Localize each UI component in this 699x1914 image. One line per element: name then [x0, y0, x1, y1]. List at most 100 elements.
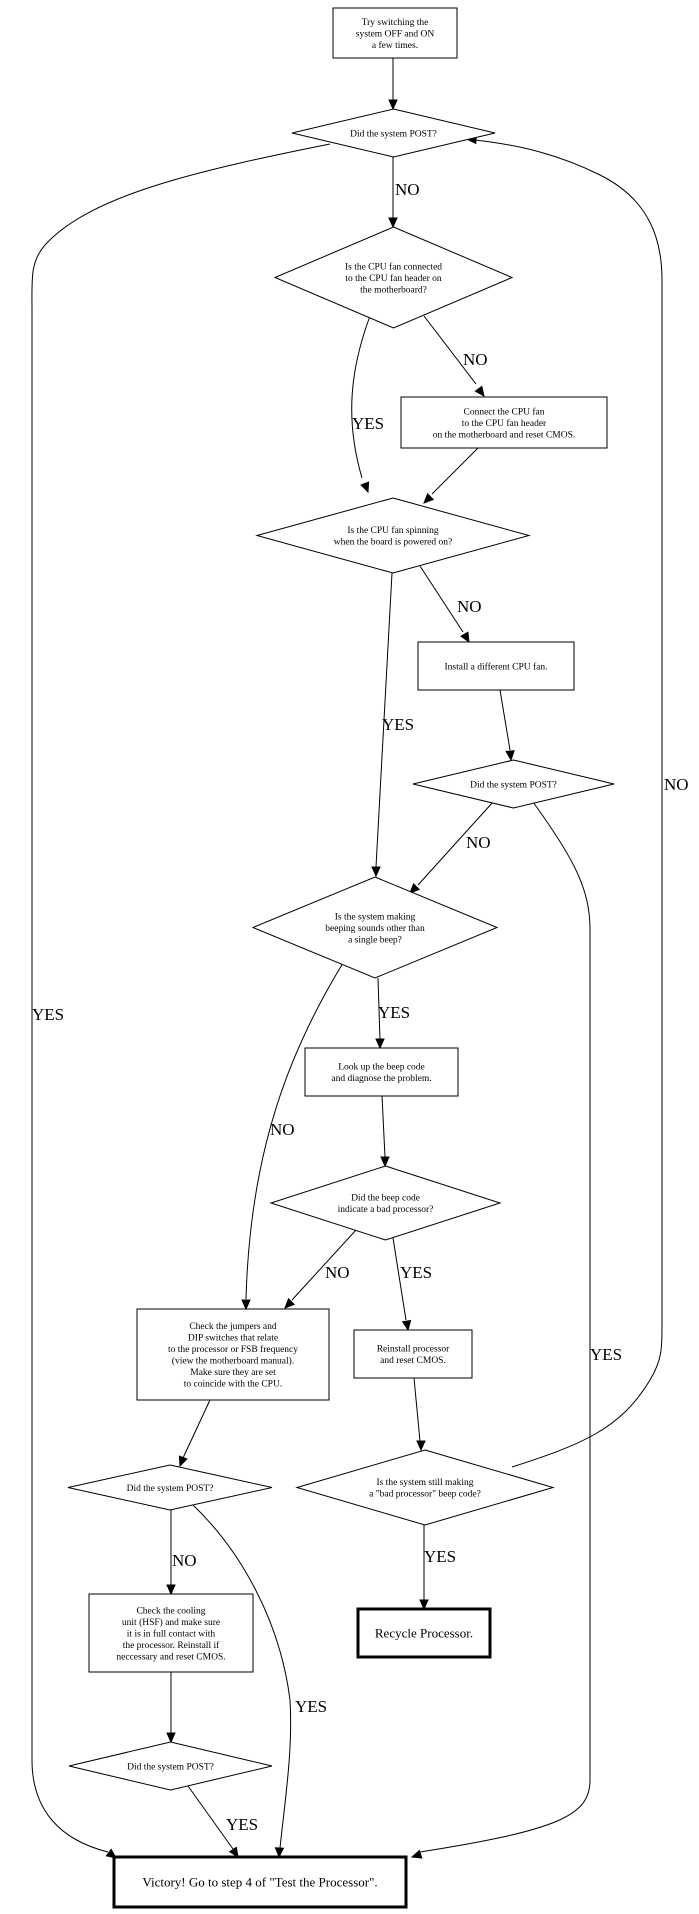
- edge-post2-to-victory: [410, 801, 591, 1859]
- process-box: [88, 1593, 254, 1673]
- arrowhead-icon: [416, 1440, 426, 1452]
- arrowhead-icon: [505, 750, 515, 762]
- process-box: [304, 1047, 459, 1097]
- node-text-line: Victory! Go to step 4 of "Test the Proce…: [142, 1875, 377, 1890]
- node-text-line: to the CPU fan header: [462, 418, 547, 429]
- edge-lookup-beep-to-bad-processor: [380, 1095, 390, 1168]
- edge-line: [351, 315, 371, 479]
- terminal-box: [112, 1855, 408, 1909]
- node-text-line: indicate a bad processor?: [338, 1205, 434, 1215]
- terminal-box: [356, 1607, 492, 1659]
- edge-label-no: NO: [172, 1551, 197, 1570]
- edge-post3-to-check-cooling: [166, 1510, 176, 1596]
- arrowhead-icon: [371, 866, 381, 878]
- node-text-line: when the board is powered on?: [334, 538, 452, 548]
- node-text-line: Did the system POST?: [350, 129, 437, 139]
- edge-still-bad-to-recycle: [419, 1525, 429, 1611]
- edge-label-no: NO: [466, 833, 491, 852]
- node-text-line: Look up the beep code: [338, 1063, 425, 1073]
- process-box: [332, 7, 458, 59]
- edges-layer: [31, 58, 663, 1859]
- edge-label-no: NO: [463, 350, 488, 369]
- arrowhead-icon: [284, 1297, 296, 1309]
- edge-label-yes: YES: [32, 1005, 64, 1024]
- edge-label-yes: YES: [424, 1547, 456, 1566]
- edge-line: [245, 962, 344, 1300]
- edge-bad-processor-to-check-jumpers: [284, 1229, 357, 1309]
- node-text-line: the motherboard?: [360, 285, 427, 295]
- edge-fan-connected-to-connect-fan: [423, 315, 485, 397]
- arrowhead-icon: [460, 631, 470, 644]
- edge-label-yes: YES: [352, 414, 384, 433]
- edge-line: [192, 1504, 292, 1849]
- edge-label-yes: YES: [400, 1263, 432, 1282]
- edge-label-yes: YES: [226, 1815, 258, 1834]
- node-post3: Did the system POST?: [67, 1464, 273, 1511]
- node-text-line: to the processor or FSB frequency: [168, 1344, 298, 1355]
- edge-label-yes: YES: [382, 715, 414, 734]
- node-text-line: and diagnose the problem.: [331, 1074, 431, 1084]
- node-text-line: Did the system POST?: [127, 1484, 214, 1494]
- node-text-line: Did the system POST?: [127, 1762, 214, 1772]
- node-text-line: it is in full contact with: [127, 1628, 216, 1639]
- edge-post4-to-victory: [187, 1785, 239, 1859]
- node-install-fan: Install a different CPU fan.: [417, 641, 575, 691]
- arrowhead-icon: [423, 492, 435, 504]
- node-text-line: Is the system making: [335, 912, 416, 922]
- edge-label-no: NO: [457, 597, 482, 616]
- edge-line: [419, 801, 591, 1853]
- node-post1: Did the system POST?: [291, 108, 496, 158]
- node-post2: Did the system POST?: [412, 759, 615, 809]
- node-text-line: Recycle Processor.: [375, 1626, 473, 1641]
- arrowhead-icon: [241, 1299, 251, 1311]
- arrowhead-icon: [419, 1599, 429, 1611]
- node-text-line: the processor. Reinstall if: [123, 1640, 220, 1651]
- node-text-line: a "bad processor" beep code?: [369, 1490, 481, 1500]
- node-text-line: Connect the CPU fan: [463, 406, 544, 417]
- arrowhead-icon: [410, 1849, 423, 1859]
- arrowhead-icon: [388, 99, 398, 111]
- node-text-line: DIP switches that relate: [188, 1334, 278, 1344]
- node-text-line: Try switching the: [362, 18, 429, 28]
- edge-line: [381, 1095, 386, 1158]
- node-post4: Did the system POST?: [68, 1741, 273, 1791]
- decision-diamond: [269, 1165, 502, 1241]
- edge-post2-to-beeping: [409, 801, 494, 894]
- edge-check-cooling-to-post4: [166, 1672, 176, 1744]
- edge-line: [375, 572, 393, 868]
- decision-diamond: [67, 1464, 273, 1511]
- edge-line: [291, 1229, 357, 1301]
- edge-line: [392, 1237, 407, 1321]
- edge-check-jumpers-to-post3: [178, 1399, 211, 1468]
- edge-label-yes: YES: [378, 1003, 410, 1022]
- edge-line: [474, 139, 663, 1468]
- edge-line: [31, 143, 331, 1853]
- node-text-line: neccessary and reset CMOS.: [116, 1652, 225, 1662]
- edge-label-no: NO: [270, 1120, 295, 1139]
- edge-fan-connected-to-fan-spinning: [351, 315, 371, 494]
- node-text-line: Did the beep code: [351, 1194, 420, 1204]
- arrowhead-icon: [274, 1847, 285, 1859]
- edge-label-yes: YES: [295, 1697, 327, 1716]
- decision-diamond: [291, 108, 496, 158]
- process-box: [353, 1329, 473, 1379]
- edge-post3-to-victory: [192, 1504, 292, 1859]
- edge-beeping-to-lookup-beep: [375, 977, 385, 1050]
- edge-start-to-post1: [388, 58, 398, 111]
- node-text-line: Reinstall processor: [377, 1345, 450, 1355]
- node-text-line: and reset CMOS.: [380, 1356, 446, 1366]
- arrowhead-icon: [474, 385, 485, 397]
- node-text-line: unit (HSF) and make sure: [122, 1617, 220, 1628]
- node-text-line: Make sure they are set: [190, 1368, 276, 1378]
- edge-label-no: NO: [325, 1263, 350, 1282]
- process-box: [136, 1308, 330, 1401]
